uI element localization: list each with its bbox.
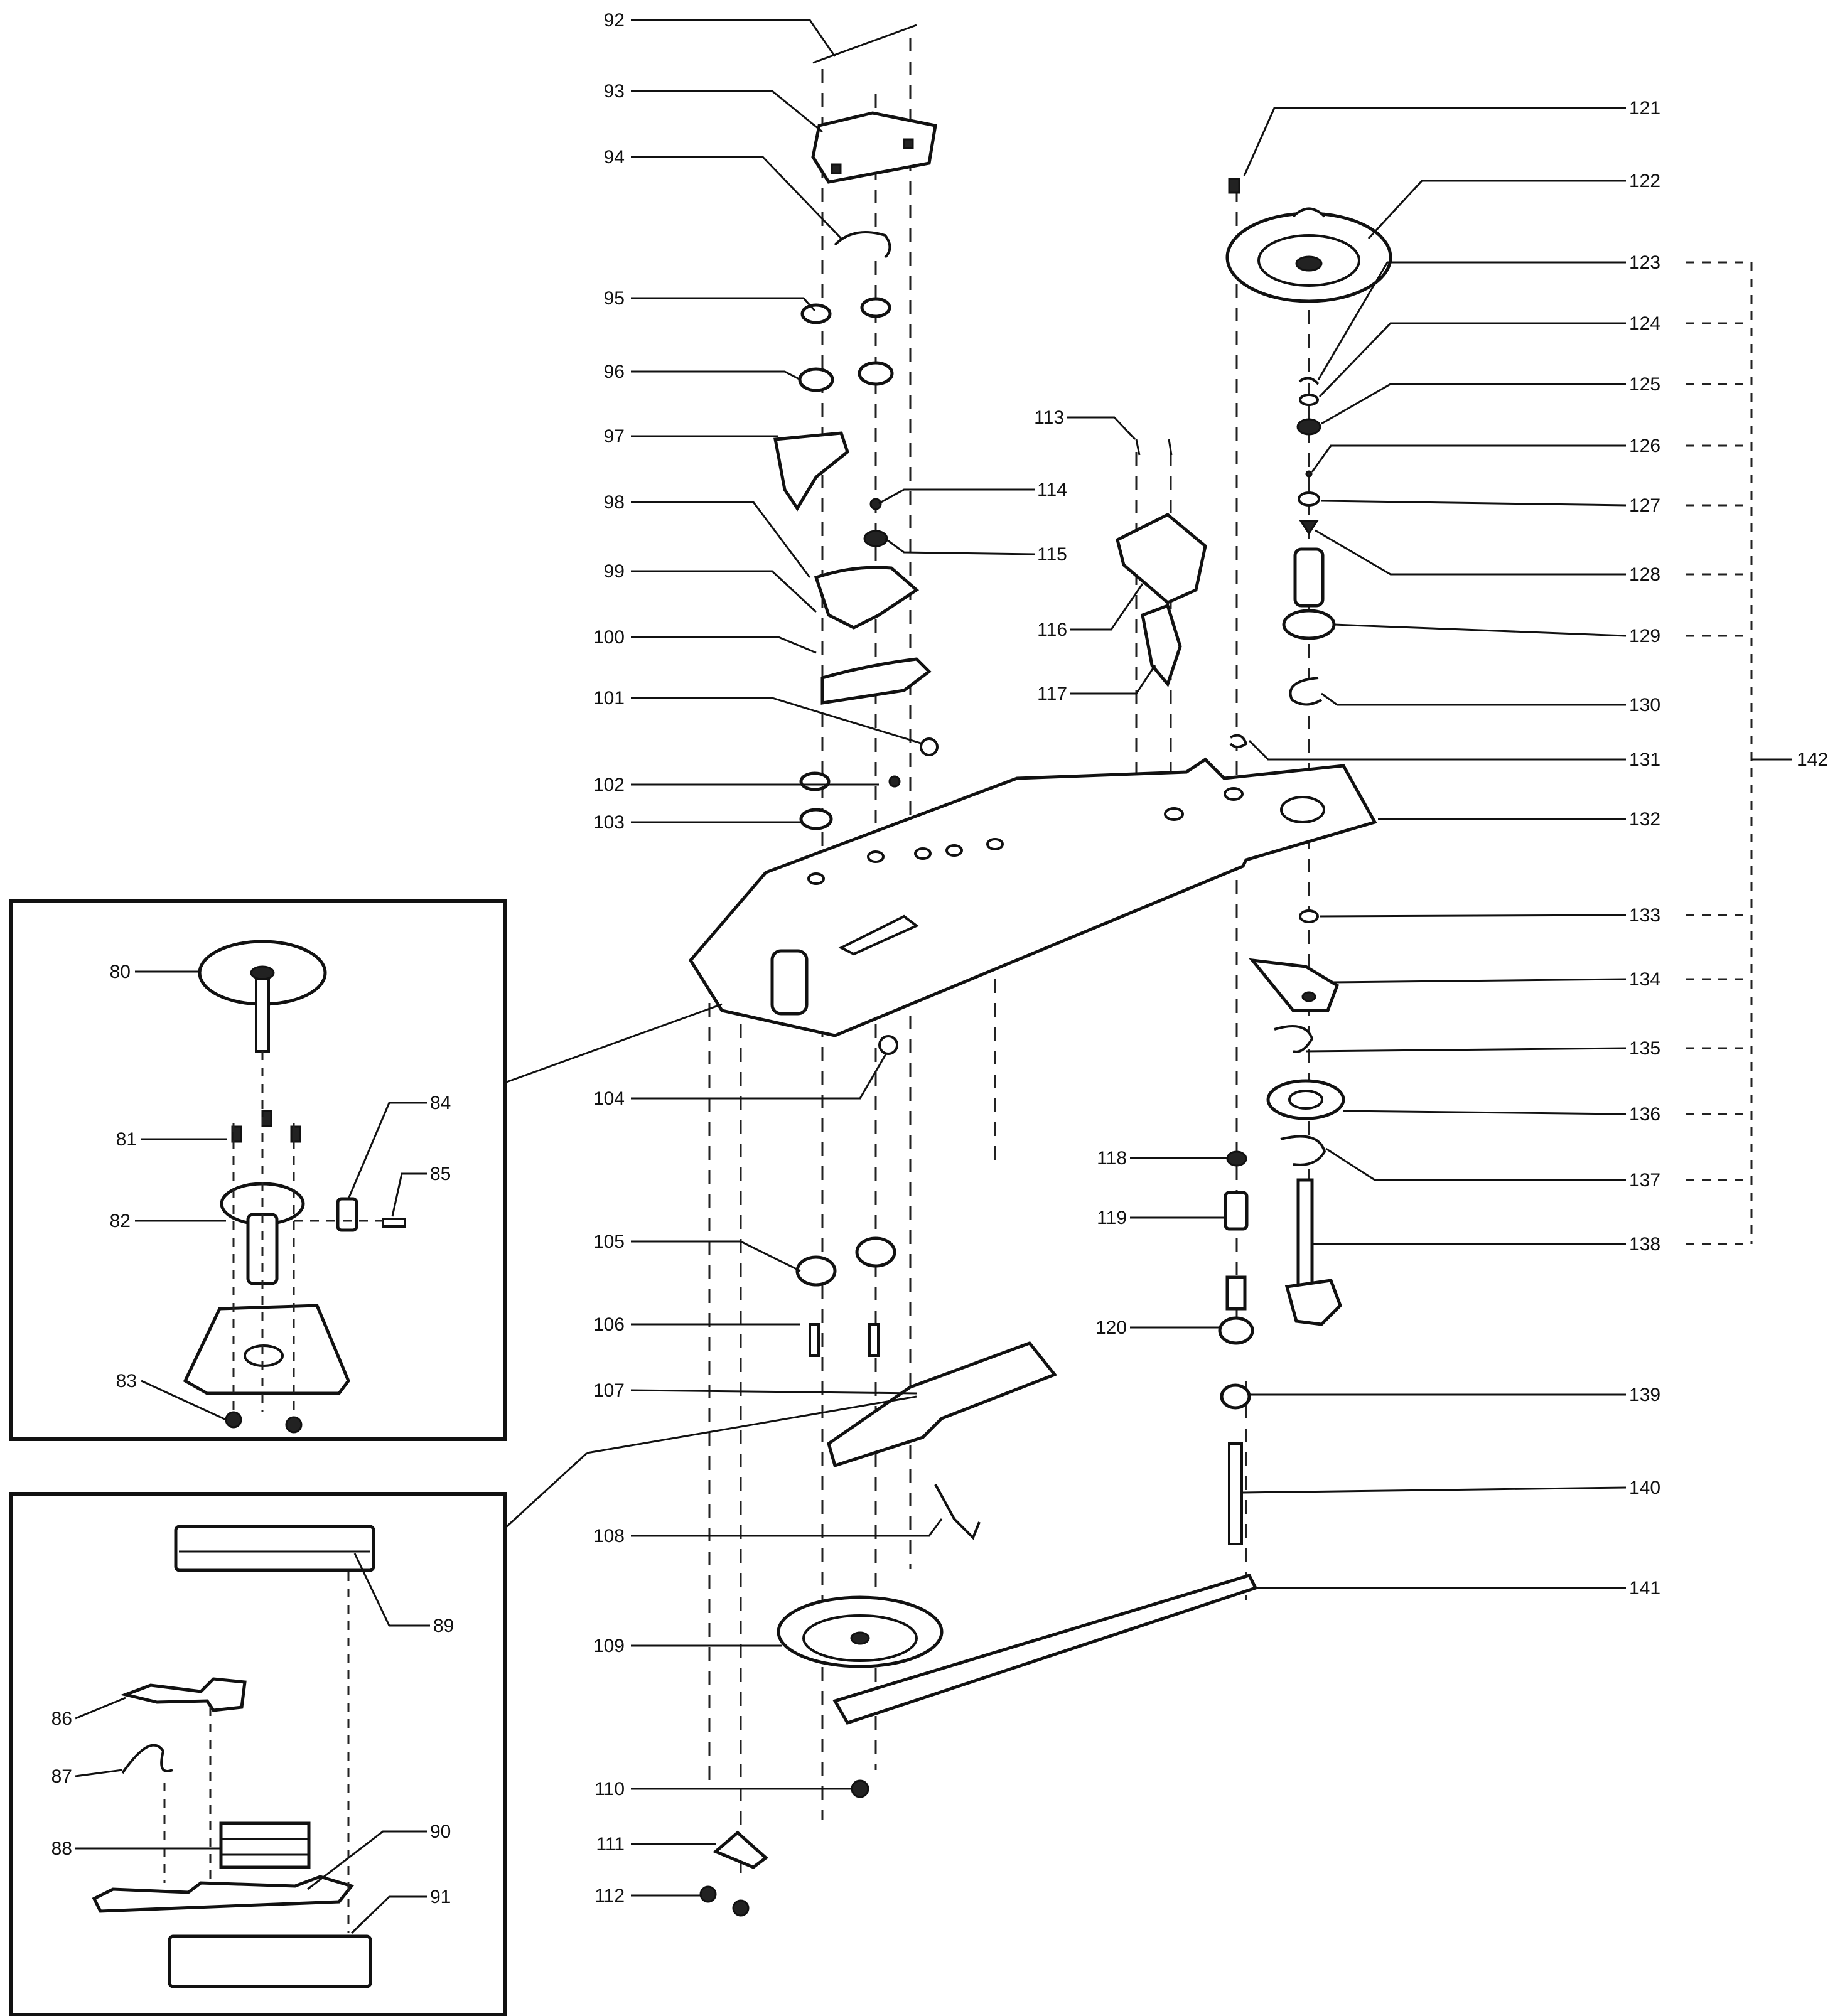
label-130: 130	[1629, 695, 1660, 716]
label-112: 112	[595, 1885, 625, 1906]
label-122: 122	[1629, 171, 1660, 191]
label-113: 113	[1034, 407, 1064, 428]
label-120: 120	[1095, 1317, 1127, 1338]
inset-top	[9, 899, 723, 1441]
label-109: 109	[593, 1636, 625, 1656]
label-81: 81	[116, 1129, 137, 1150]
label-90: 90	[430, 1821, 451, 1842]
label-111: 111	[596, 1834, 625, 1855]
label-116: 116	[1037, 619, 1067, 640]
label-103: 103	[593, 812, 625, 833]
label-127: 127	[1629, 495, 1660, 516]
labels-left-column: 92 93 94 95 96 97 98 99 100 101 102 103 …	[593, 10, 625, 1906]
label-134: 134	[1629, 969, 1660, 990]
label-105: 105	[593, 1231, 625, 1252]
labels-right-column: 121 122 123 124 125 126 127 128 129 130 …	[1629, 98, 1828, 1599]
labels-center: 113 114 115 116 117 118 119 120	[1034, 407, 1127, 1338]
label-141: 141	[1629, 1578, 1660, 1599]
label-93: 93	[604, 81, 625, 102]
label-107: 107	[593, 1380, 625, 1401]
label-99: 99	[604, 561, 625, 582]
label-98: 98	[604, 492, 625, 513]
label-100: 100	[593, 627, 625, 648]
label-88: 88	[51, 1838, 72, 1859]
base-plate	[688, 757, 1377, 1037]
label-132: 132	[1629, 809, 1660, 830]
label-110: 110	[595, 1779, 625, 1799]
leader-lines-left	[630, 19, 943, 1897]
label-137: 137	[1629, 1170, 1660, 1191]
label-126: 126	[1629, 436, 1660, 456]
label-94: 94	[604, 147, 625, 168]
label-84: 84	[430, 1093, 451, 1113]
label-86: 86	[51, 1708, 72, 1729]
label-87: 87	[51, 1766, 72, 1787]
label-124: 124	[1629, 313, 1660, 334]
label-131: 131	[1629, 749, 1660, 770]
label-80: 80	[110, 962, 131, 982]
label-101: 101	[593, 688, 625, 709]
label-119: 119	[1097, 1208, 1127, 1228]
label-117: 117	[1037, 684, 1067, 704]
label-118: 118	[1097, 1148, 1127, 1169]
label-139: 139	[1629, 1385, 1660, 1405]
label-85: 85	[430, 1164, 451, 1184]
label-136: 136	[1629, 1104, 1660, 1125]
label-142: 142	[1797, 749, 1828, 770]
label-82: 82	[110, 1211, 131, 1231]
label-104: 104	[593, 1088, 625, 1109]
inset-bottom	[9, 1395, 917, 2016]
label-106: 106	[593, 1314, 625, 1335]
label-97: 97	[604, 426, 625, 447]
label-95: 95	[604, 288, 625, 309]
group-bracket-142	[1686, 261, 1792, 1245]
label-83: 83	[116, 1371, 137, 1391]
label-140: 140	[1629, 1477, 1660, 1498]
labels-inset-top: 80 81 82 83 84 85	[110, 962, 451, 1391]
label-138: 138	[1629, 1234, 1660, 1255]
label-123: 123	[1629, 252, 1660, 273]
label-108: 108	[593, 1526, 625, 1547]
label-121: 121	[1629, 98, 1660, 119]
label-91: 91	[430, 1887, 451, 1907]
label-133: 133	[1629, 905, 1660, 926]
label-114: 114	[1037, 480, 1067, 500]
label-125: 125	[1629, 374, 1660, 395]
label-92: 92	[604, 10, 625, 31]
label-115: 115	[1037, 544, 1067, 565]
parts-drawings	[688, 24, 1392, 1917]
label-102: 102	[593, 775, 625, 795]
labels-inset-bottom: 86 87 88 89 90 91	[51, 1616, 455, 1907]
label-128: 128	[1629, 564, 1660, 585]
leader-lines-right	[878, 107, 1627, 1589]
label-129: 129	[1629, 626, 1660, 646]
label-89: 89	[433, 1616, 454, 1636]
label-96: 96	[604, 362, 625, 382]
label-135: 135	[1629, 1038, 1660, 1059]
